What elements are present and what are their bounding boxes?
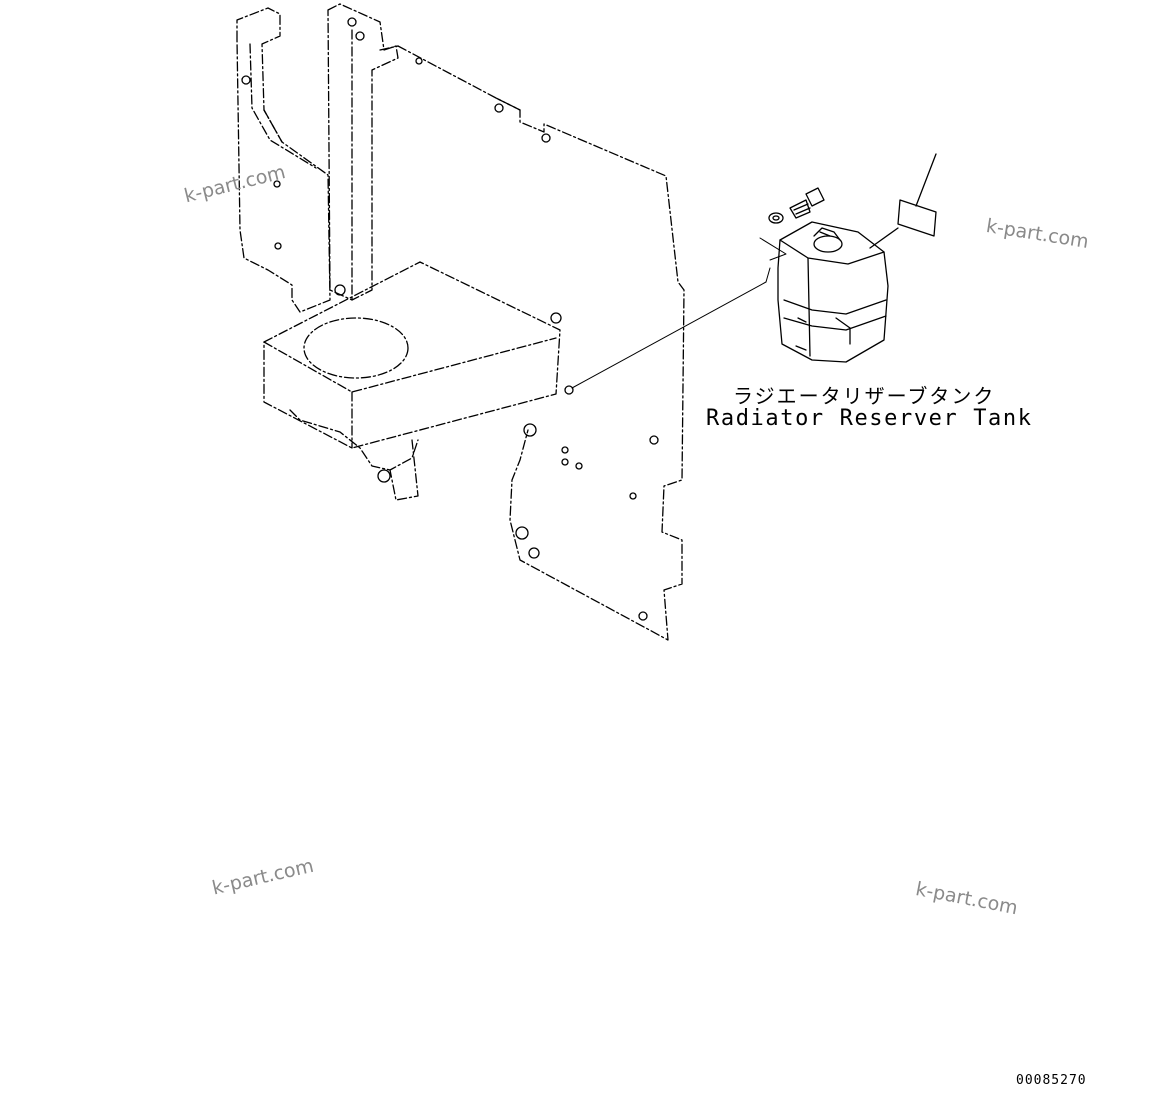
label-sticker xyxy=(897,153,937,237)
assembly-leader-lines xyxy=(571,237,787,389)
drawing-code: 00085270 xyxy=(1016,1073,1087,1088)
reserver-tank xyxy=(777,221,899,363)
part-name-japanese: ラジエータリザーブタンク xyxy=(733,384,996,408)
part-name-english: Radiator Reserver Tank xyxy=(706,406,1033,431)
vertical-post xyxy=(327,3,399,301)
left-bracket xyxy=(236,7,331,313)
mounting-holes xyxy=(241,17,659,621)
bolt xyxy=(768,187,825,224)
mounting-plate xyxy=(379,45,685,641)
tray-box xyxy=(263,261,561,501)
